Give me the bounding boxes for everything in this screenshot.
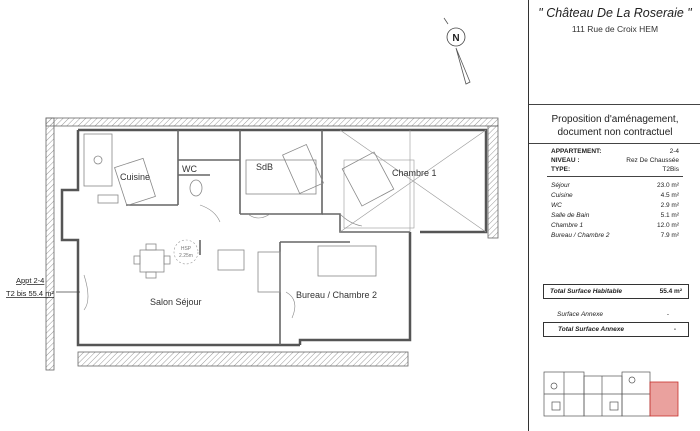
divider (529, 104, 700, 105)
project-address: 111 Rue de Croix HEM (571, 24, 659, 34)
key-plan-highlight (649, 381, 679, 417)
furniture (83, 133, 395, 293)
surface-annexe-value: - (666, 311, 669, 318)
chambre1-pattern (339, 129, 487, 233)
total-annexe-value: - (673, 326, 676, 333)
hsp-label: HSP (181, 246, 192, 252)
total-habitable-box: Total Surface Habitable 55.4 m² (543, 284, 689, 299)
wall-hatch-left (45, 117, 55, 371)
total-habitable-value: 55.4 m² (659, 288, 682, 295)
proposal-text: Proposition d'aménagement, document non … (529, 113, 700, 139)
outer-walls (60, 128, 488, 347)
appt-area-label: T2 bis 55.4 m² (6, 289, 54, 298)
hsp-marker (173, 239, 199, 265)
wall-hatch-right (487, 125, 499, 239)
total-habitable-label: Total Surface Habitable (550, 288, 622, 295)
apt-number-label: APPARTEMENT: (551, 148, 602, 155)
divider (547, 176, 683, 177)
compass-icon (443, 17, 471, 85)
door-swings (83, 204, 363, 319)
room-label-salon: Salon Séjour (150, 297, 202, 307)
proposal-line1: Proposition d'aménagement, (551, 114, 679, 125)
apt-level-label: NIVEAU : (551, 157, 580, 164)
wall-hatch-top (45, 117, 499, 127)
apt-type-label: TYPE: (551, 166, 571, 173)
hsp-value: 2.25m (179, 253, 193, 259)
apt-type-value: T2Bis (662, 166, 679, 173)
room-label-sdb: SdB (256, 162, 273, 172)
apt-level-value: Rez De Chaussée (626, 157, 679, 164)
proposal-line2: document non contractuel (557, 127, 673, 138)
key-plan (543, 371, 679, 417)
room-label-cuisine: Cuisine (120, 172, 150, 182)
apt-number-value: 2-4 (669, 148, 679, 155)
compass-label: N (452, 33, 459, 44)
room-label-wc: WC (182, 164, 197, 174)
surface-annexe-label: Surface Annexe (557, 311, 604, 318)
divider (529, 143, 700, 144)
wall-hatch-bottom (77, 351, 409, 367)
total-annexe-box: Total Surface Annexe - (543, 322, 689, 337)
inner-walls (126, 130, 410, 345)
appt-label: Appt 2-4 (16, 276, 44, 285)
floor-plan: HSP 2.25m Cuisine WC SdB Chambre 1 Salon… (6, 17, 499, 371)
total-annexe-label: Total Surface Annexe (558, 326, 624, 333)
room-label-chambre1: Chambre 1 (392, 168, 437, 178)
room-label-bureau: Bureau / Chambre 2 (296, 290, 377, 300)
info-panel: " Château De La Roseraie " 111 Rue de Cr… (528, 0, 700, 431)
project-title: " Château De La Roseraie " (538, 6, 692, 20)
